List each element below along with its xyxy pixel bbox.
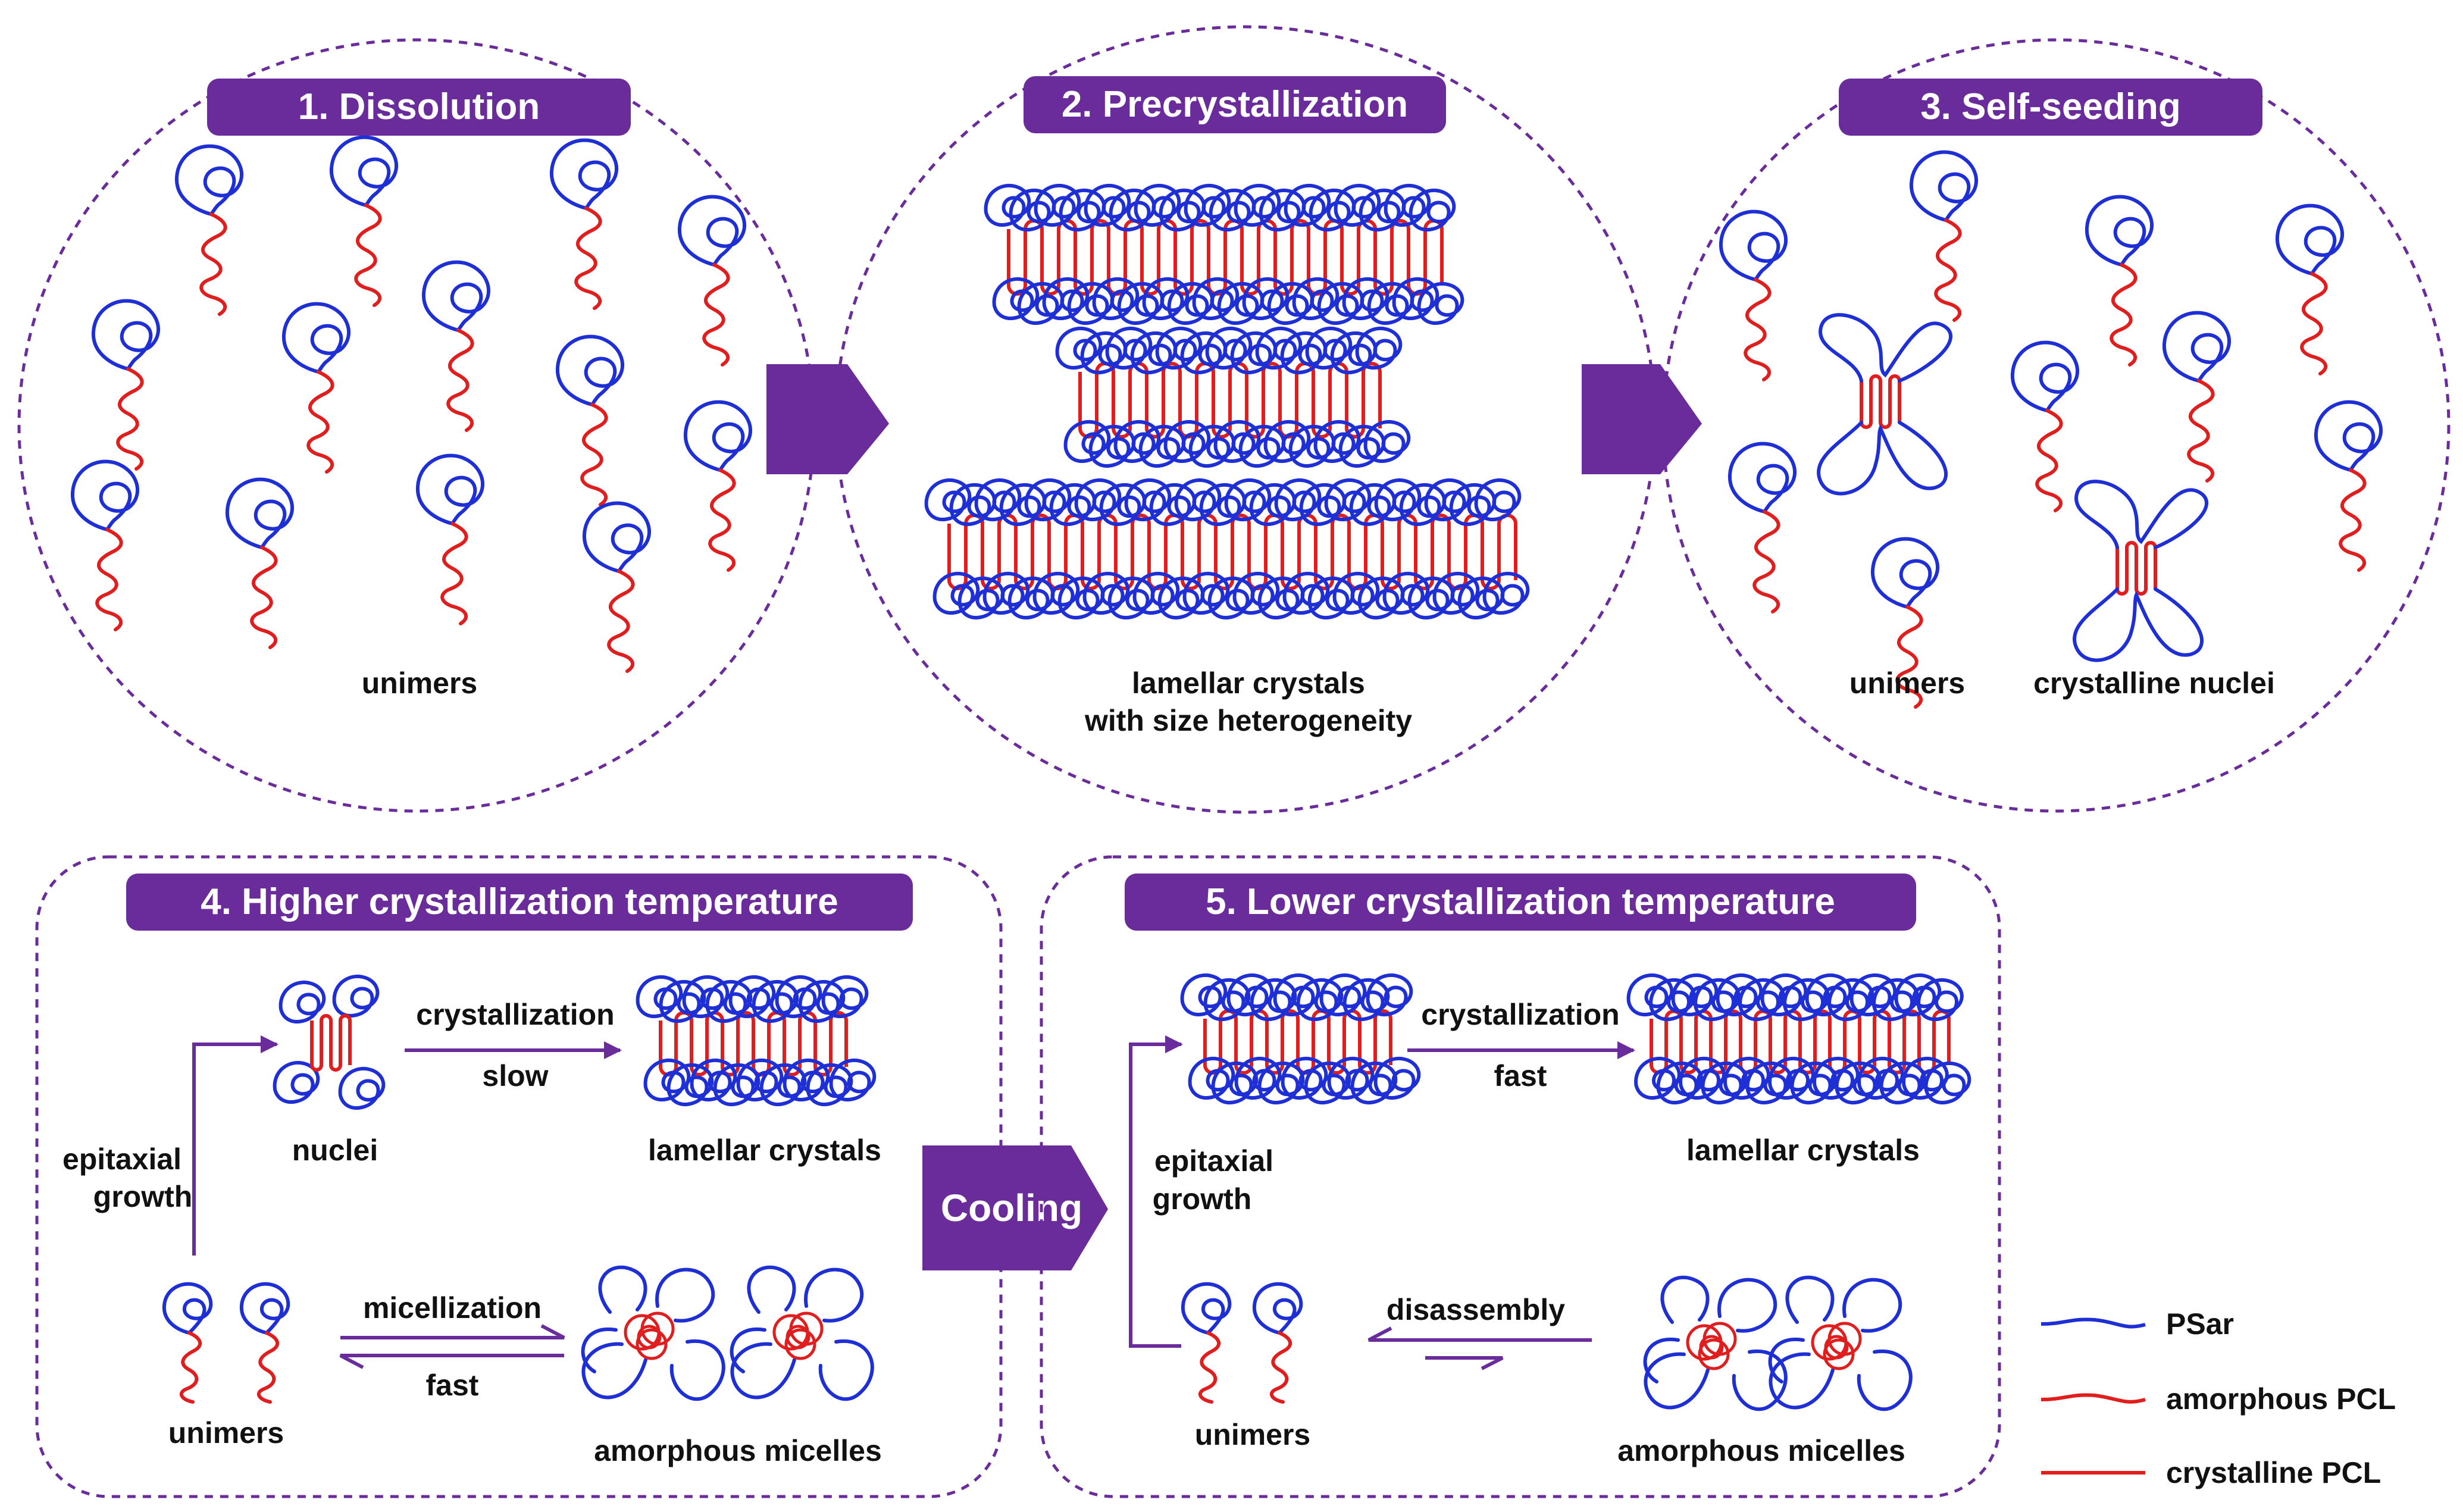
panel-5-micelles: amorphous micelles [1617,1434,1905,1467]
panel-self-seeding: 3. Self-seeding unimers crystalline nucl… [1661,38,2451,813]
unimer-group-3 [1721,152,2381,707]
panel-4-epitaxial: epitaxial [62,1142,181,1176]
folded-pcl-chain [1007,219,1444,296]
cooling-arrow: Cooling [922,1145,1108,1270]
disassembly-arrow [1367,1326,1592,1342]
panel-5-growth: growth [1153,1182,1252,1216]
nucleus-4 [275,976,384,1108]
panel-4-unimers: unimers [168,1416,284,1450]
panel-higher-temperature: 4. Higher crystallization temperature ep… [35,855,1003,1498]
unimer-group-1 [73,137,750,671]
panel-5-fast: fast [1494,1059,1547,1092]
panel-4-border [35,855,1003,1498]
epitaxial-growth-arrow-5 [1129,1035,1183,1348]
psar-coil [1366,422,1409,461]
panel-5-disassembly: disassembly [1387,1293,1565,1326]
panel-1-title: 1. Dissolution [298,86,540,127]
lamellar-crystal-5a [1182,975,1419,1103]
micellization-forward-arrow [340,1324,565,1339]
panel-3-border [1661,38,2451,813]
unimers-4 [164,1284,288,1402]
panel-3-title-badge [1839,79,2262,136]
psar-coil [1476,480,1520,519]
panel-4-micellization: micellization [363,1291,542,1325]
panel-2-label-line1: lamellar crystals [1132,666,1365,700]
psar-coil [1357,328,1401,368]
panel-5-lamellar: lamellar crystals [1686,1134,1920,1167]
folded-pcl-chain [659,1011,848,1076]
panel-4-growth: growth [93,1180,193,1213]
legend-psar-swatch [2040,1317,2146,1329]
legend: PSar amorphous PCL crystalline PCL [2040,1307,2396,1489]
amorphous-micelles-4 [583,1267,872,1400]
psar-coil [1411,190,1454,230]
legend-psar-label: PSar [2166,1307,2234,1341]
panel-4-title: 4. Higher crystallization temperature [201,881,838,922]
micellization-backward-arrow [339,1354,564,1369]
disassembly-minor-arrow [1425,1356,1504,1370]
panel-4-crystallization: crystallization [416,998,614,1031]
panel-5-title: 5. Lower crystallization temperature [1206,881,1835,922]
panel-precrystallization: 2. Precrystallization lamellar crystals … [834,25,1657,814]
panel-1-title-badge [207,79,631,136]
psar-coil [1485,574,1528,613]
lamellar-crystal-5b [1629,975,1970,1103]
panel-4-fast: fast [426,1369,479,1402]
legend-amorphous-pcl-label: amorphous PCL [2166,1382,2396,1416]
panel-2-label-line2: with size heterogeneity [1084,704,1412,737]
step-arrow-2 [1582,364,1702,474]
lamellar-crystal-4 [638,977,875,1104]
panel-5-title-badge [1125,874,1916,931]
panel-1-label: unimers [362,666,478,700]
folded-pcl-chain [1078,362,1382,439]
folded-pcl-chain [1203,1009,1392,1075]
legend-crystalline-pcl-label: crystalline PCL [2166,1456,2381,1489]
lamellar-crystal-3 [927,480,1528,618]
panel-5-crystallization: crystallization [1421,998,1619,1031]
panel-4-nuclei: nuclei [292,1134,378,1167]
panel-2-title: 2. Precrystallization [1062,84,1408,125]
panel-4-lamellar: lamellar crystals [648,1134,881,1167]
psar-coil [1419,284,1463,323]
panel-4-title-badge [126,874,913,931]
panel-5-border [1040,855,2001,1498]
panel-5-epitaxial: epitaxial [1154,1144,1273,1178]
panel-dissolution: 1. Dissolution unimers [17,38,816,813]
panel-5-unimers: unimers [1195,1418,1311,1451]
legend-amorphous-pcl-swatch [2040,1393,2146,1404]
panel-3-label-nuclei: crystalline nuclei [2033,666,2275,700]
unimers-5 [1183,1284,1301,1402]
epitaxial-growth-arrow-4 [192,1035,278,1256]
step-arrow-1 [766,364,889,474]
panel-4-slow: slow [482,1059,548,1092]
panel-2-title-badge [1024,76,1446,133]
panel-3-label-unimers: unimers [1849,666,1966,700]
panel-3-title: 3. Self-seeding [1920,86,2181,127]
lamellar-crystal-2 [1057,328,1409,466]
cooling-label: Cooling [941,1187,1082,1229]
lamellar-crystal-1 [986,186,1463,323]
panel-lower-temperature: 5. Lower crystallization temperature epi… [1040,855,2001,1498]
amorphous-micelles-5 [1645,1278,1911,1410]
panel-4-micelles: amorphous micelles [594,1434,882,1467]
